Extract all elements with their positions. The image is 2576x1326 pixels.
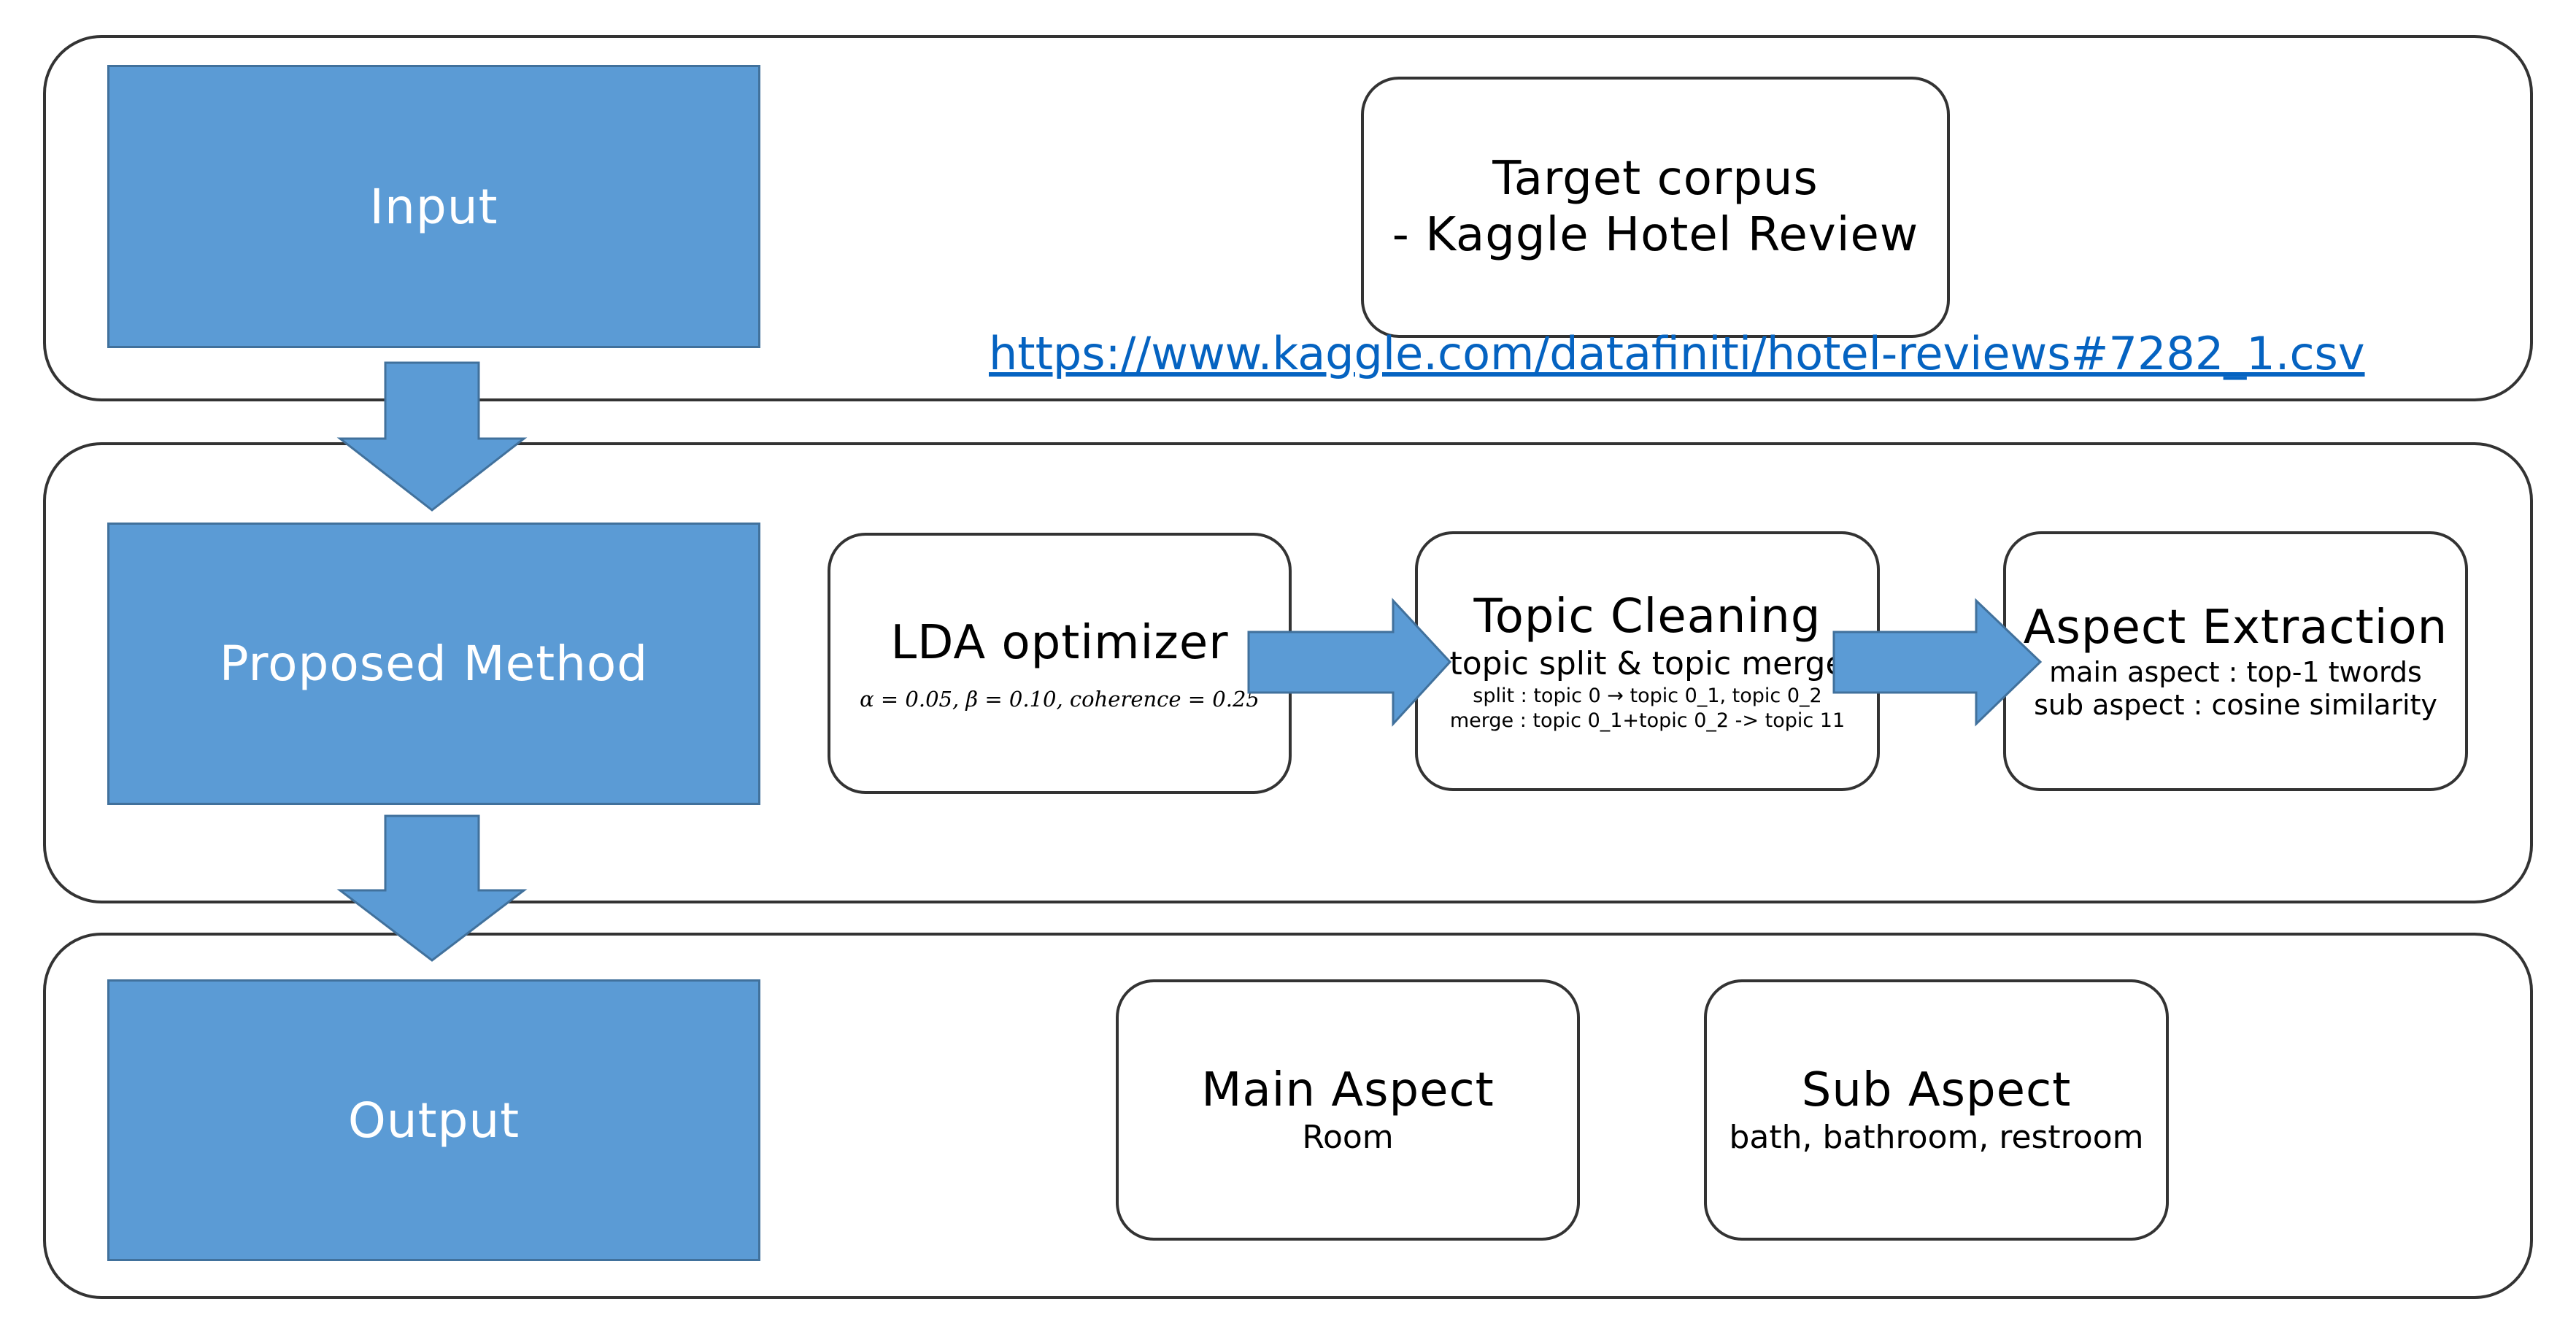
input-stage-label: Input <box>369 178 498 235</box>
method-stage-label: Proposed Method <box>219 636 649 692</box>
aspect-extraction-title: Aspect Extraction <box>2023 601 2448 655</box>
topic-split-rule: split : topic 0 → topic 0_1, topic 0_2 <box>1473 685 1822 708</box>
topic-cleaning-subtitle: topic split & topic merge <box>1449 645 1846 683</box>
target-corpus-source: - Kaggle Hotel Review <box>1392 208 1919 262</box>
dataset-link[interactable]: https://www.kaggle.com/datafiniti/hotel-… <box>989 327 2365 380</box>
target-corpus-box: Target corpus - Kaggle Hotel Review <box>1361 77 1950 338</box>
arrow-method-to-output <box>336 814 528 962</box>
lda-optimizer-box: LDA optimizer α = 0.05, β = 0.10, cohere… <box>828 533 1292 794</box>
topic-cleaning-box: Topic Cleaning topic split & topic merge… <box>1415 531 1880 791</box>
method-stage: Proposed Method <box>107 523 760 805</box>
arrow-input-to-method <box>336 361 528 512</box>
topic-cleaning-title: Topic Cleaning <box>1473 590 1821 644</box>
main-aspect-box: Main Aspect Room <box>1116 979 1580 1241</box>
main-aspect-rule: main aspect : top-1 twords <box>2049 655 2422 688</box>
input-stage: Input <box>107 65 760 348</box>
sub-aspect-value: bath, bathroom, restroom <box>1729 1119 2144 1156</box>
main-aspect-value: Room <box>1302 1119 1394 1156</box>
output-stage: Output <box>107 979 760 1261</box>
target-corpus-title: Target corpus <box>1492 152 1819 207</box>
sub-aspect-rule: sub aspect : cosine similarity <box>2034 689 2437 722</box>
aspect-extraction-box: Aspect Extraction main aspect : top-1 tw… <box>2003 531 2468 791</box>
sub-aspect-title: Sub Aspect <box>1801 1063 2072 1118</box>
output-stage-label: Output <box>347 1092 520 1149</box>
lda-optimizer-title: LDA optimizer <box>890 615 1229 670</box>
topic-merge-rule: merge : topic 0_1+topic 0_2 -> topic 11 <box>1449 709 1846 732</box>
arrow-lda-to-cleaning <box>1247 598 1452 727</box>
sub-aspect-box: Sub Aspect bath, bathroom, restroom <box>1704 979 2169 1241</box>
main-aspect-title: Main Aspect <box>1201 1063 1495 1118</box>
lda-formula: α = 0.05, β = 0.10, coherence = 0.25 <box>860 687 1260 712</box>
arrow-cleaning-to-extraction <box>1832 598 2043 727</box>
